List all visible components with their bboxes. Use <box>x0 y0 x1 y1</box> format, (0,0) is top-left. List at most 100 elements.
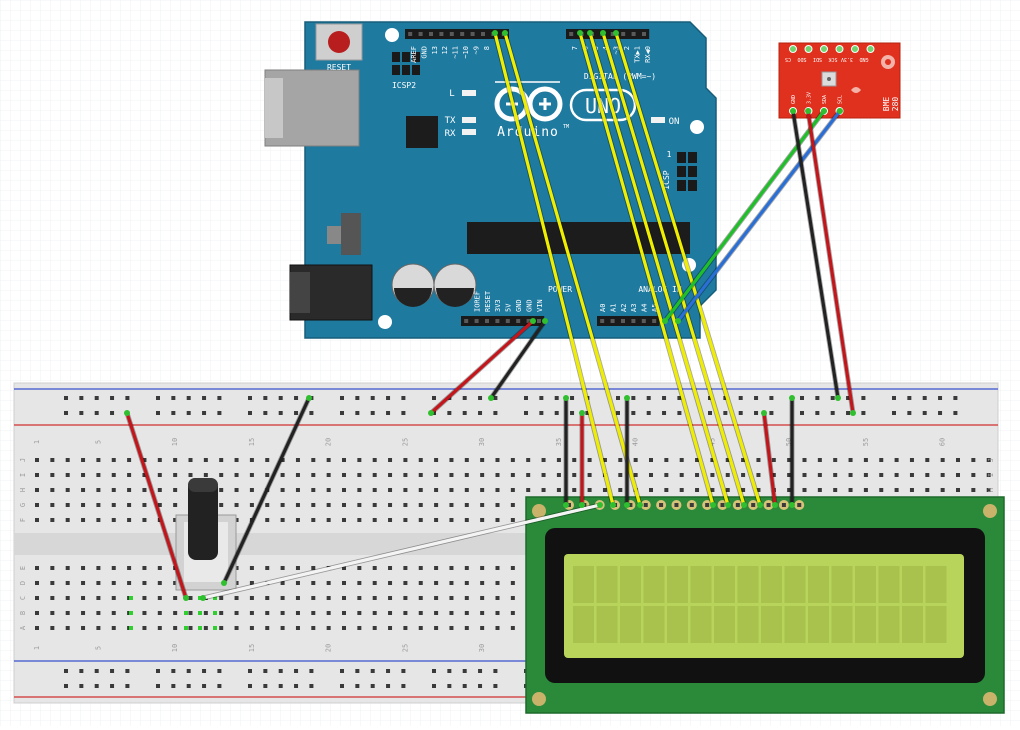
breadboard-hole <box>96 488 101 492</box>
breadboard-hole <box>956 488 960 492</box>
breadboard-hole <box>710 473 715 477</box>
lcd-character-cells <box>573 566 947 643</box>
breadboard-hole <box>464 488 469 492</box>
arduino-board <box>304 21 717 339</box>
breadboard-hole <box>311 566 316 570</box>
breadboard-hole <box>265 566 270 570</box>
breadboard-hole <box>50 566 55 570</box>
breadboard-hole <box>295 503 300 507</box>
breadboard-hole <box>202 684 207 688</box>
breadboard-hole <box>173 611 178 615</box>
breadboard-hole <box>280 596 285 600</box>
breadboard-hole <box>217 396 222 400</box>
breadboard-hole <box>817 488 822 492</box>
breadboard-hole <box>848 488 853 492</box>
breadboard-hole <box>971 488 976 492</box>
breadboard-hole <box>833 473 838 477</box>
wire-black-gnd-end <box>488 395 494 401</box>
breadboard-hole <box>480 488 485 492</box>
breadboard-hole <box>907 396 912 400</box>
breadboard-hole <box>342 458 346 462</box>
header-body <box>597 316 660 326</box>
breadboard-hole <box>388 488 393 492</box>
row-letter: J <box>19 458 27 462</box>
breadboard-hole <box>65 503 70 507</box>
breadboard-hole-active <box>198 611 202 615</box>
breadboard-hole <box>616 411 620 415</box>
row-letter: H <box>987 488 995 492</box>
breadboard-hole <box>309 684 314 688</box>
header-pin <box>429 32 433 36</box>
reset-button-cap[interactable] <box>328 31 350 53</box>
potentiometer-knob[interactable] <box>188 478 218 560</box>
breadboard-hole <box>909 458 914 462</box>
breadboard-hole <box>265 611 270 615</box>
lcd-cell <box>761 606 782 643</box>
wire-black-sensor-gnd <box>791 109 840 400</box>
lcd-cell <box>831 566 853 603</box>
breadboard-hole <box>388 458 393 462</box>
wire-red-5v <box>429 319 535 415</box>
header-pin <box>631 32 636 36</box>
breadboard-hole <box>79 684 84 688</box>
wire-yellow-d4-end <box>725 502 731 508</box>
breadboard-holes <box>35 396 991 688</box>
breadboard-hole <box>556 458 561 462</box>
breadboard-hole <box>418 596 423 600</box>
breadboard-hole <box>311 626 316 630</box>
breadboard-hole <box>219 626 224 630</box>
wire-black-pot-end <box>306 395 312 401</box>
icsp-num: 1 <box>667 150 672 159</box>
breadboard-hole <box>879 473 884 477</box>
logo-tm: TM <box>563 124 569 130</box>
breadboard-hole <box>738 396 743 400</box>
breadboard-hole <box>925 488 930 492</box>
wire-black-gnd <box>489 319 547 400</box>
breadboard-hole <box>65 458 70 462</box>
breadboard-hole <box>81 611 86 615</box>
breadboard-hole <box>386 411 391 415</box>
breadboard-hole <box>64 669 68 673</box>
wire-yellow-d11-end <box>637 502 643 508</box>
breadboard-hole <box>863 458 868 462</box>
breadboard-hole <box>96 596 101 600</box>
breadboard-hole <box>79 411 84 415</box>
breadboard-hole <box>294 396 299 400</box>
wire-yellow-d2-end <box>757 502 763 508</box>
breadboard-hole <box>510 596 515 600</box>
breadboard-hole <box>50 626 55 630</box>
breadboard-hole <box>295 581 300 585</box>
breadboard-hole <box>311 458 316 462</box>
breadboard-hole <box>96 458 101 462</box>
breadboard-hole <box>986 488 991 492</box>
lcd-pin <box>643 503 648 507</box>
breadboard-hole <box>309 669 314 673</box>
breadboard-hole <box>434 518 439 522</box>
breadboard-hole <box>602 488 607 492</box>
breadboard-hole <box>679 458 684 462</box>
breadboard-hole <box>111 488 116 492</box>
gear-icon-hole <box>885 59 891 65</box>
header-body <box>566 29 650 39</box>
breadboard-hole <box>539 396 544 400</box>
breadboard-hole <box>587 488 592 492</box>
header-pin <box>641 319 646 323</box>
breadboard-hole <box>248 669 252 673</box>
sensor-name-line1: BME <box>882 97 891 112</box>
lcd-cell <box>573 606 594 643</box>
icsp2-header <box>392 52 420 75</box>
breadboard-hole <box>157 626 162 630</box>
breadboard-hole <box>96 626 101 630</box>
breadboard-hole <box>311 581 316 585</box>
breadboard-hole <box>203 458 208 462</box>
breadboard-hole <box>357 581 362 585</box>
breadboard-hole <box>355 669 360 673</box>
breadboard-hole <box>633 458 638 462</box>
breadboard-hole <box>263 396 268 400</box>
breadboard-hole <box>493 396 498 400</box>
breadboard-hole <box>157 458 162 462</box>
breadboard-hole <box>677 396 682 400</box>
breadboard-hole <box>846 411 851 415</box>
breadboard-hole <box>741 488 746 492</box>
sensor-name-line2: 280 <box>891 97 900 112</box>
